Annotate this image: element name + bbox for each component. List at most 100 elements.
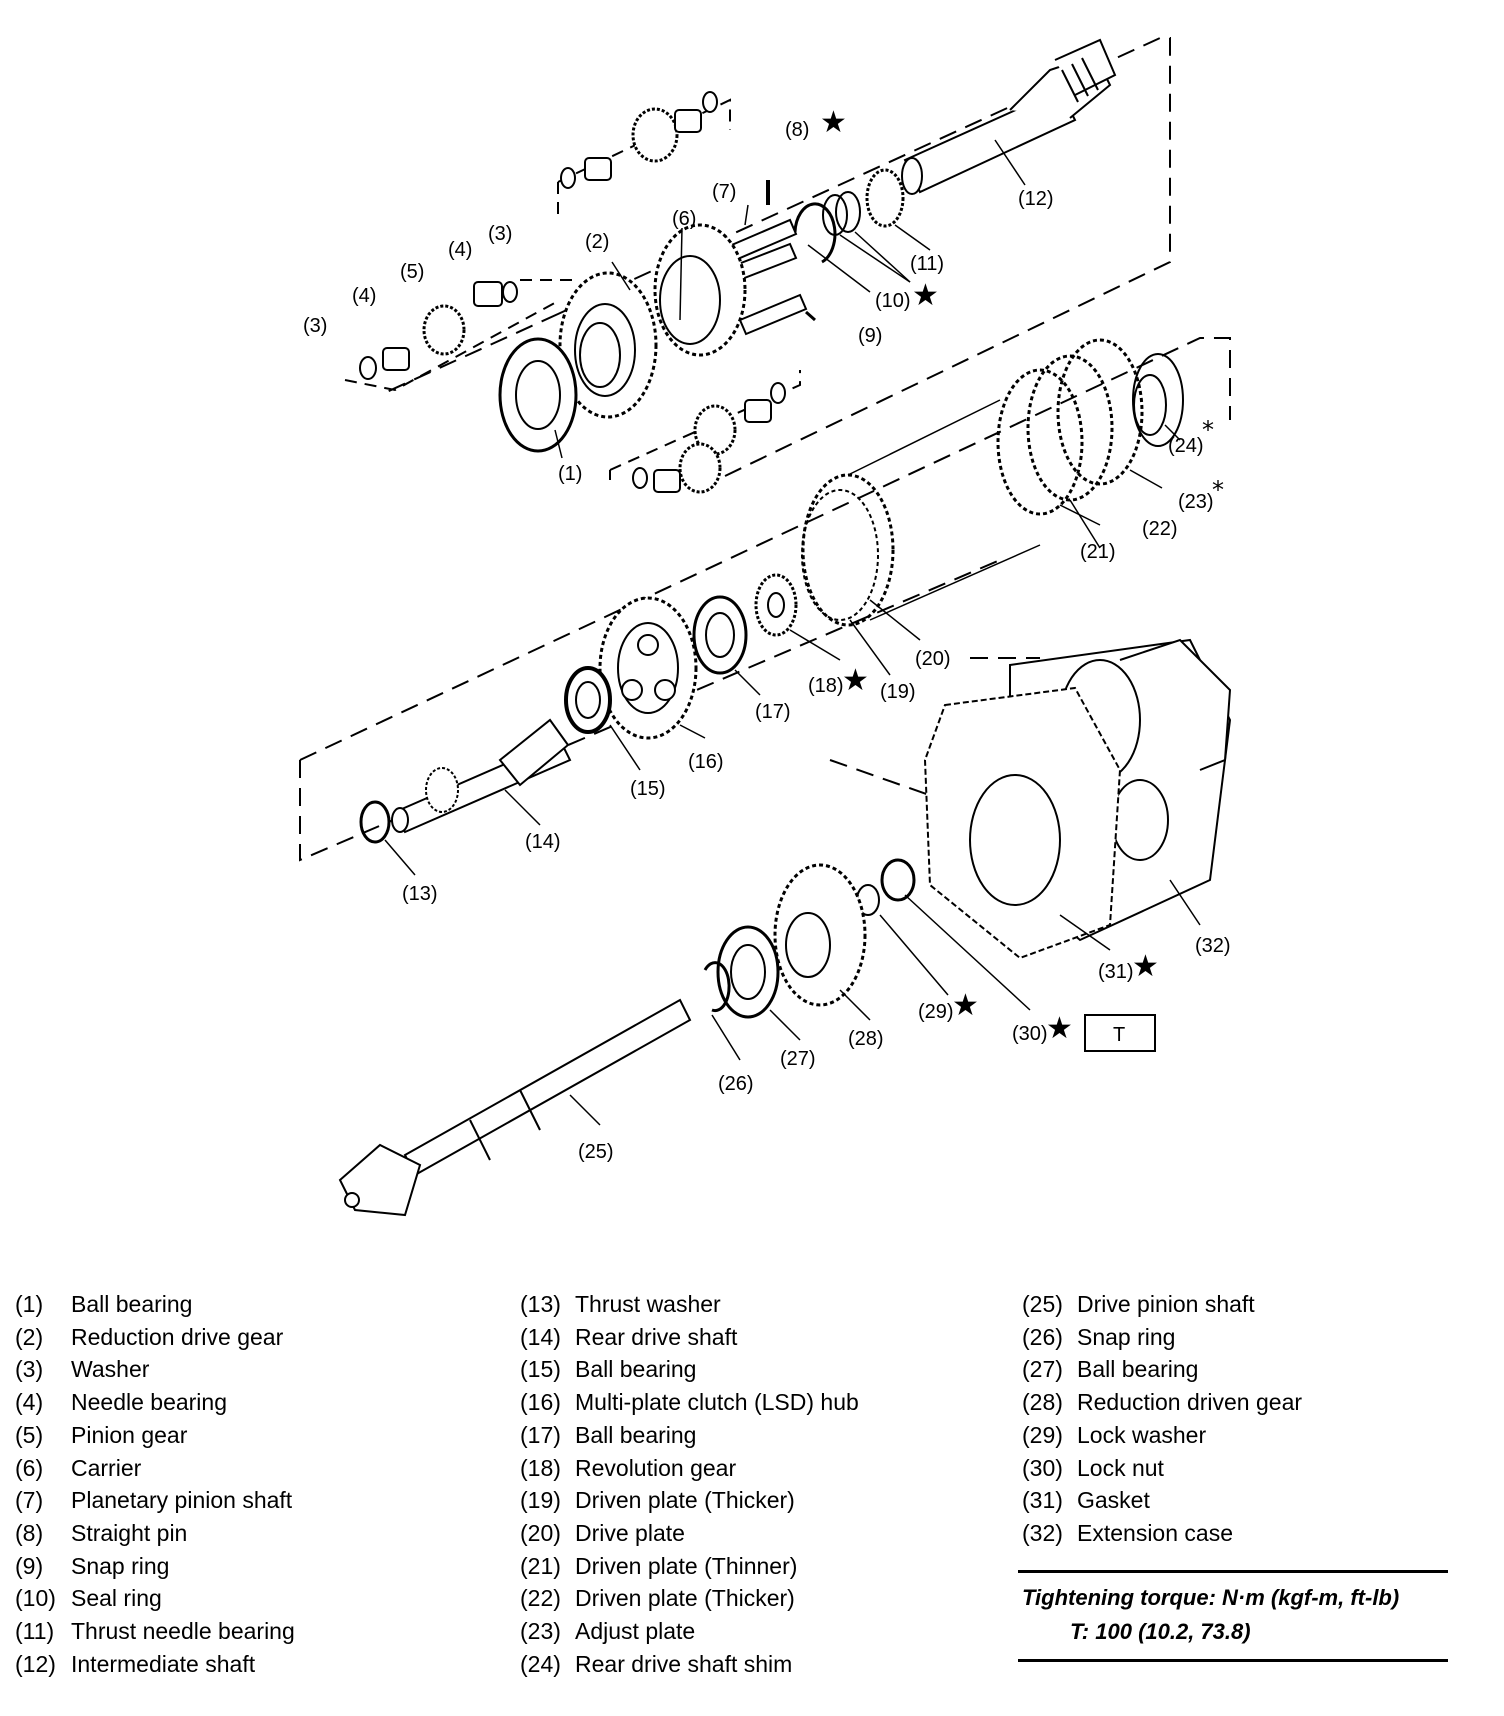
- legend-item: (13)Thrust washer: [520, 1288, 859, 1321]
- legend-item-name: Ball bearing: [1077, 1356, 1199, 1383]
- callout-24: (24): [1168, 435, 1204, 457]
- ball-bearing-27: [716, 925, 780, 1019]
- legend-item-number: (4): [15, 1389, 44, 1416]
- legend-item-number: (24): [520, 1650, 561, 1677]
- legend-item: (31)Gasket: [1022, 1484, 1302, 1517]
- callout-10: (10): [875, 290, 911, 312]
- snap-ring-26: [703, 961, 731, 1013]
- torque-symbol-box: T: [1084, 1014, 1156, 1052]
- exploded-parts-diagram: (1) (2) (3) (3) (4) (4) (5) (6) (7) (8) …: [299, 37, 1232, 1217]
- legend-item: (6)Carrier: [15, 1452, 295, 1485]
- callout-4a: (4): [352, 285, 376, 307]
- legend-item: (18)Revolution gear: [520, 1452, 859, 1485]
- carrier-assembly: [558, 223, 747, 419]
- legend-item: (20)Drive plate: [520, 1517, 859, 1550]
- tightening-torque-note: Tightening torque: N·m (kgf-m, ft-lb) T:…: [1018, 1570, 1448, 1662]
- gasket: [923, 686, 1122, 960]
- legend-item: (12) Intermediate shaft: [15, 1648, 295, 1681]
- legend-item-name: Intermediate shaft: [71, 1650, 256, 1677]
- legend-item-number: (20): [520, 1519, 561, 1546]
- legend-item-name: Lock washer: [1077, 1421, 1207, 1448]
- legend-item-number: (8): [15, 1519, 44, 1546]
- legend-item: (10)Seal ring: [15, 1582, 295, 1615]
- star-31: ★: [1132, 949, 1159, 984]
- callout-13: (13): [402, 883, 438, 905]
- legend-item: (3)Washer: [15, 1353, 295, 1386]
- legend-item-number: (5): [15, 1421, 44, 1448]
- callout-12: (12): [1018, 188, 1054, 210]
- legend-item-name: Reduction drive gear: [71, 1323, 284, 1350]
- legend-item: (27)Ball bearing: [1022, 1353, 1302, 1386]
- legend-item-name: Extension case: [1077, 1519, 1233, 1546]
- legend-item-number: (3): [15, 1356, 44, 1383]
- legend-item: (32) Extension case: [1022, 1517, 1302, 1550]
- legend-item-name: Rear drive shaft: [575, 1323, 738, 1350]
- legend-item-name: Gasket: [1077, 1487, 1150, 1514]
- pinion-bracket-top: [557, 98, 731, 215]
- legend-item-number: (29): [1022, 1421, 1063, 1448]
- callout-19: (19): [880, 681, 916, 703]
- legend-item: (22)Driven plate (Thicker): [520, 1582, 859, 1615]
- ball-bearing-1: [498, 337, 578, 453]
- legend-item: (17)Ball bearing: [520, 1419, 859, 1452]
- star-10: ★: [912, 278, 939, 313]
- legend-item-number: (22): [520, 1585, 561, 1612]
- legend-item: (24)Rear drive shaft shim: [520, 1648, 859, 1681]
- ball-bearing-15: [564, 666, 612, 734]
- legend-item: (5)Pinion gear: [15, 1419, 295, 1452]
- snap-ring-9: [793, 202, 837, 264]
- legend-item-name: Ball bearing: [575, 1421, 697, 1448]
- legend-item-name: Revolution gear: [575, 1454, 737, 1481]
- legend-column-1: (1)Ball bearing(2) Reduction drive gear (3…: [15, 1288, 295, 1680]
- legend-item: (8)Straight pin: [15, 1517, 295, 1550]
- ball-bearing-17: [692, 595, 748, 675]
- asterisk-23: *: [1212, 476, 1224, 504]
- callout-5: (5): [400, 261, 424, 283]
- legend-item-number: (15): [520, 1356, 561, 1383]
- star-29: ★: [952, 988, 979, 1023]
- legend-item-name: Reduction driven gear: [1077, 1389, 1303, 1416]
- legend-item: (9)Snap ring: [15, 1550, 295, 1583]
- legend-item-name: Thrust needle bearing: [71, 1618, 295, 1645]
- legend-item-name: Seal ring: [71, 1585, 162, 1612]
- pinion-gears-set: [359, 91, 786, 494]
- callout-3a: (3): [303, 315, 327, 337]
- callout-20: (20): [915, 648, 951, 670]
- legend-item-name: Driven plate (Thinner): [575, 1552, 798, 1579]
- legend-item-number: (32): [1022, 1519, 1063, 1546]
- callout-labels: (1) (2) (3) (3) (4) (4) (5) (6) (7) (8) …: [303, 105, 1231, 1163]
- callout-7: (7): [712, 181, 736, 203]
- callout-28: (28): [848, 1028, 884, 1050]
- lsd-hub: [598, 596, 698, 740]
- pinion-bracket-left: [344, 279, 575, 392]
- legend-item-number: (28): [1022, 1389, 1063, 1416]
- legend-item-number: (6): [15, 1454, 44, 1481]
- rear-drive-shaft: [391, 718, 572, 834]
- callout-17: (17): [755, 701, 791, 723]
- legend-item: (4)Needle bearing: [15, 1386, 295, 1419]
- legend-item-name: Adjust plate: [575, 1618, 696, 1645]
- legend-item: (30)Lock nut: [1022, 1452, 1302, 1485]
- legend-item-name: Planetary pinion shaft: [71, 1487, 293, 1514]
- legend-item-number: (26): [1022, 1323, 1063, 1350]
- callout-6: (6): [672, 208, 696, 230]
- legend-item: (28) Reduction driven gear: [1022, 1386, 1302, 1419]
- torque-heading: Tightening torque: N·m (kgf-m, ft-lb): [1022, 1585, 1400, 1610]
- legend-column-3: (25)Drive pinion shaft(26)Snap ring(27)B…: [1022, 1288, 1302, 1550]
- clutch-plate-stack: [801, 338, 1184, 627]
- legend-item-number: (12): [15, 1650, 56, 1677]
- leader-lines: [384, 139, 1201, 1126]
- legend-item-number: (16): [520, 1389, 561, 1416]
- legend-item: (1)Ball bearing: [15, 1288, 295, 1321]
- callout-25: (25): [578, 1141, 614, 1163]
- legend-item-name: Snap ring: [71, 1552, 170, 1579]
- legend-item-number: (7): [15, 1487, 44, 1514]
- legend-item: (21)Driven plate (Thinner): [520, 1550, 859, 1583]
- legend-item-number: (25): [1022, 1291, 1063, 1317]
- frame-middle: [299, 337, 1231, 862]
- legend-item-name: Lock nut: [1077, 1454, 1164, 1481]
- legend-item-number: (2): [15, 1323, 44, 1350]
- legend-item: (23)Adjust plate: [520, 1615, 859, 1648]
- legend-item: (2) Reduction drive gear: [15, 1321, 295, 1354]
- legend-item-name: Thrust washer: [575, 1291, 721, 1317]
